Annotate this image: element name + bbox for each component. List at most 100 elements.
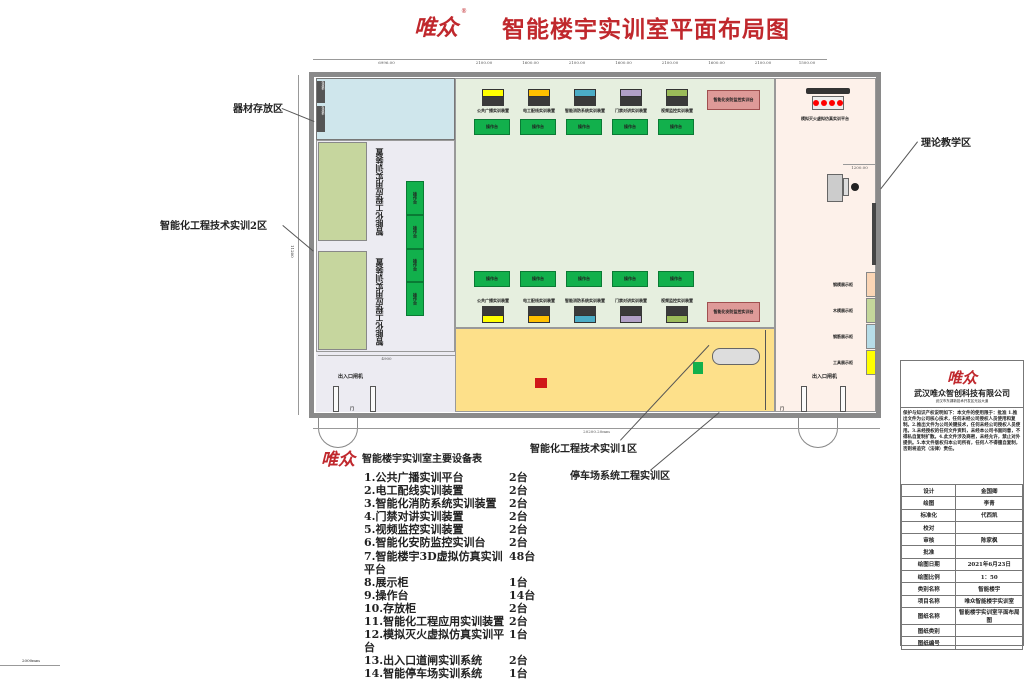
device-color-cap [574, 315, 596, 323]
row-label: 校对 [900, 520, 957, 535]
equipment-name: 12.模拟灭火虚拟仿真实训平台 [364, 628, 505, 655]
top-dim-label: 2100.00 [460, 59, 508, 69]
op-table[interactable]: 操作台 [566, 271, 602, 287]
equipment-qty: 2台 [509, 601, 528, 615]
device-5[interactable] [666, 89, 688, 106]
security-platform-bottom[interactable]: 智能化安防监控实训台 [707, 302, 760, 322]
row-label: 类别名称 [900, 582, 957, 596]
equipment-name: 2.电工配线实训装置 [364, 484, 464, 498]
display-cabinet[interactable] [866, 272, 876, 297]
device-body [528, 97, 550, 106]
device-2-bottom[interactable] [528, 306, 550, 323]
op-table[interactable]: 操作台 [406, 282, 424, 316]
device-3[interactable] [574, 89, 596, 106]
left-height-dim [298, 75, 299, 415]
row-label: 绘图比例 [900, 570, 957, 584]
row-value: 2021年6月23日 [955, 557, 1023, 572]
gate-right-1[interactable] [801, 386, 807, 412]
display-cabinet[interactable] [866, 324, 876, 349]
display-cabinet[interactable] [866, 350, 876, 375]
security-platform-top[interactable]: 智能化安防监控实训台 [707, 90, 760, 110]
equipment-qty: 1台 [509, 628, 528, 642]
device-color-cap [528, 315, 550, 323]
zone-label-theory: 理论教学区 [921, 138, 971, 149]
op-table[interactable]: 操作台 [474, 271, 510, 287]
gate-right-2[interactable] [840, 386, 846, 412]
equipment-logo: 唯众 [321, 450, 355, 470]
row-label: 设计 [900, 483, 957, 498]
fire-platform-label: 模拟灭火虚拟仿真实训平台 [801, 116, 849, 121]
parking-area [455, 328, 775, 412]
row-value: 代西凯 [955, 508, 1023, 522]
op-table[interactable]: 操作台 [612, 119, 648, 135]
op-table[interactable]: 操作台 [658, 119, 694, 135]
op-table[interactable]: 操作台 [406, 181, 424, 215]
training1-area [455, 78, 775, 328]
row-value: 1：50 [955, 570, 1023, 584]
row-label: 批准 [900, 545, 957, 559]
cabinet-label: 钢筋展示柜 [833, 334, 853, 339]
equipment-qty: 14台 [509, 588, 536, 602]
equipment-qty: 2台 [509, 523, 528, 537]
op-table[interactable]: 操作台 [520, 271, 556, 287]
device-4-bottom[interactable] [620, 306, 642, 323]
cabinet-label: 木模展示柜 [833, 308, 853, 313]
gate-left-1[interactable] [333, 386, 339, 412]
device-body [574, 97, 596, 106]
gate-label-left: 出入口闸机 [338, 374, 364, 380]
row-label: 项目名称 [900, 594, 957, 608]
op-table[interactable]: 操作台 [566, 119, 602, 135]
scale-label: 2000mm [22, 658, 40, 663]
display-cabinet[interactable] [866, 298, 876, 323]
top-dim-label: 2100.00 [553, 59, 601, 69]
op-table[interactable]: 操作台 [612, 271, 648, 287]
car-icon [712, 348, 760, 365]
equipment-qty: 2台 [509, 536, 528, 550]
equipment-item: 3.智能化消防系统实训装置 2台 [364, 497, 544, 510]
zone-label-parking: 停车场系统工程实训区 [570, 471, 670, 482]
equipment-qty: 2台 [509, 497, 528, 511]
device-label: 视频监控实训装置 [661, 298, 693, 303]
equipment-name: 14.智能停车场实训系统 [364, 667, 483, 681]
op-table-column: 操作台操作台操作台操作台 [406, 181, 424, 316]
device-4[interactable] [620, 89, 642, 106]
device-label: 门禁对讲实训装置 [615, 298, 647, 303]
device-label: 视频监控实训装置 [661, 108, 693, 113]
device-3-bottom[interactable] [574, 306, 596, 323]
op-table[interactable]: 操作台 [520, 119, 556, 135]
inner-width-dim: 4900 [318, 355, 455, 361]
device-1[interactable] [482, 89, 504, 106]
equipment-name: 3.智能化消防系统实训装置 [364, 497, 497, 511]
title-block-row: 项目名称唯众智能楼宇实训室 [900, 594, 1023, 608]
device-color-cap [666, 89, 688, 97]
title-block-row: 审核陈家枫 [900, 533, 1023, 547]
device-5-bottom[interactable] [666, 306, 688, 323]
equipment-item: 12.模拟灭火虚拟仿真实训平台 1台 [364, 628, 544, 654]
fire-platform[interactable] [812, 96, 844, 110]
zone-label-training1: 智能化工程技术实训1区 [530, 444, 637, 455]
gate-left-2[interactable] [370, 386, 376, 412]
op-table[interactable]: 操作台 [658, 271, 694, 287]
top-dim-label: 1600.00 [694, 59, 739, 69]
gate-label-right: 出入口闸机 [812, 374, 838, 380]
door-label: 门 [350, 406, 354, 411]
equipment-qty: 2台 [509, 484, 528, 498]
device-1-bottom[interactable] [482, 306, 504, 323]
left-entrance-area [316, 352, 455, 412]
op-table[interactable]: 操作台 [406, 248, 424, 283]
top-dim-label: 1500.00 [787, 59, 827, 69]
op-table[interactable]: 操作台 [406, 214, 424, 249]
parking-dim [765, 330, 766, 410]
op-table[interactable]: 操作台 [474, 119, 510, 135]
device-2[interactable] [528, 89, 550, 106]
teacher-screen [843, 178, 849, 196]
copyright-notes: 保护与知识产权说明如下：本文件的使用限于：批准 1.推出文件为公司核心技术，任何… [903, 411, 1021, 452]
